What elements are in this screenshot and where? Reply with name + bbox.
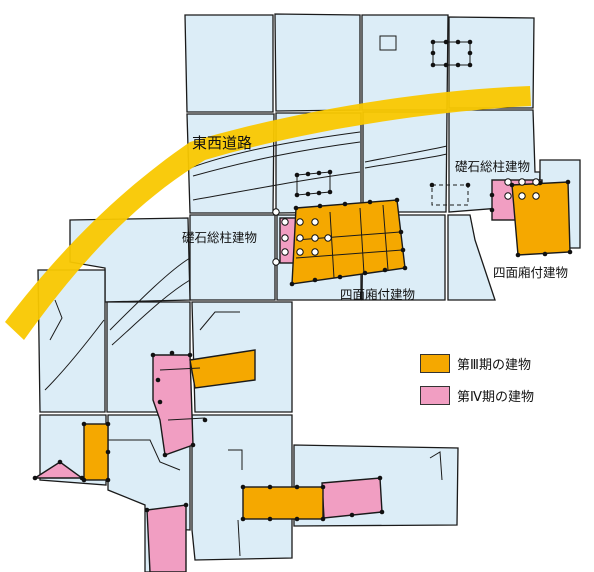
road-label: 東西道路	[192, 134, 253, 152]
legend-label-period-4: 第Ⅳ期の建物	[457, 390, 534, 405]
legend-swatch-period-4	[420, 386, 450, 405]
legend-period-4: 第Ⅳ期の建物	[420, 386, 534, 405]
four-side-eaves-building-label-right: 四面廂付建物	[493, 265, 569, 280]
east-west-road	[5, 86, 531, 340]
stone-pillar-building-label-left: 礎石総柱建物	[182, 230, 258, 245]
stone-pillar-building-label-right: 礎石総柱建物	[455, 159, 531, 174]
legend-label-period-3: 第Ⅲ期の建物	[457, 358, 531, 373]
foundation-stones	[272, 178, 540, 266]
period-3-buildings	[83, 181, 571, 520]
legend-period-3: 第Ⅲ期の建物	[420, 354, 531, 373]
site-features	[44, 35, 448, 557]
four-side-eaves-building-label-center: 四面廂付建物	[340, 287, 416, 302]
legend-swatch-period-3	[420, 354, 450, 373]
pillar-dots	[32, 39, 573, 522]
